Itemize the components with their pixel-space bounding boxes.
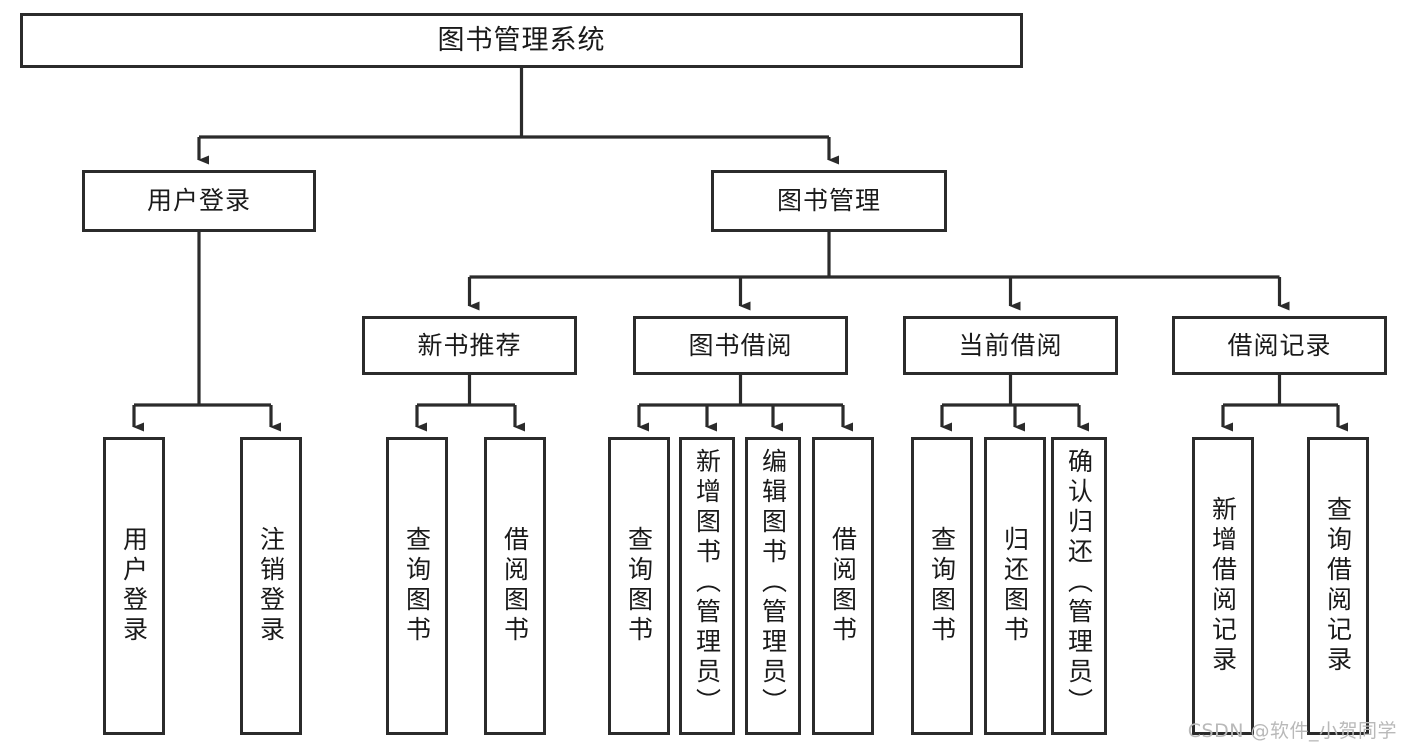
node-book-borrow[interactable]: 图书借阅	[633, 316, 848, 375]
node-label: 借阅记录	[1227, 330, 1332, 360]
node-label: 借阅图书	[828, 526, 858, 646]
node-label: 确认归还（管理员）	[1064, 448, 1094, 718]
node-label: 查询图书	[927, 526, 957, 646]
node-label: 图书管理系统	[437, 24, 606, 56]
node-label: 注销登录	[256, 526, 286, 646]
node-label: 图书借阅	[688, 330, 793, 360]
node-leaf-logout[interactable]: 注销登录	[240, 437, 302, 735]
node-leaf-borrow-book-recommend[interactable]: 借阅图书	[484, 437, 546, 735]
node-leaf-query-book-current[interactable]: 查询图书	[911, 437, 973, 735]
node-label: 查询借阅记录	[1323, 496, 1353, 676]
node-label: 查询图书	[402, 526, 432, 646]
node-leaf-confirm-return[interactable]: 确认归还（管理员）	[1051, 437, 1107, 735]
node-label: 新增借阅记录	[1208, 496, 1238, 676]
node-user-login[interactable]: 用户登录	[82, 170, 316, 232]
node-label: 借阅图书	[500, 526, 530, 646]
node-label: 新书推荐	[417, 330, 522, 360]
node-borrow-record[interactable]: 借阅记录	[1172, 316, 1387, 375]
node-label: 编辑图书（管理员）	[758, 448, 788, 718]
csdn-watermark: CSDN @软件_小贺同学	[1187, 720, 1397, 742]
node-leaf-borrow-book[interactable]: 借阅图书	[812, 437, 874, 735]
node-leaf-edit-book[interactable]: 编辑图书（管理员）	[745, 437, 801, 735]
node-leaf-add-borrow-record[interactable]: 新增借阅记录	[1192, 437, 1254, 735]
node-leaf-user-login[interactable]: 用户登录	[103, 437, 165, 735]
node-label: 新增图书（管理员）	[692, 448, 722, 718]
node-label: 用户登录	[146, 186, 251, 216]
node-book-management[interactable]: 图书管理	[711, 170, 947, 232]
node-label: 当前借阅	[958, 330, 1063, 360]
node-leaf-query-book-borrow[interactable]: 查询图书	[608, 437, 670, 735]
node-leaf-add-book[interactable]: 新增图书（管理员）	[679, 437, 735, 735]
node-label: 归还图书	[1000, 526, 1030, 646]
node-label: 查询图书	[624, 526, 654, 646]
node-root[interactable]: 图书管理系统	[20, 13, 1023, 68]
node-leaf-return-book[interactable]: 归还图书	[984, 437, 1046, 735]
node-label: 用户登录	[119, 526, 149, 646]
node-label: 图书管理	[776, 186, 881, 216]
node-leaf-query-book-recommend[interactable]: 查询图书	[386, 437, 448, 735]
node-new-book-recommend[interactable]: 新书推荐	[362, 316, 577, 375]
node-leaf-query-borrow-record[interactable]: 查询借阅记录	[1307, 437, 1369, 735]
node-current-borrow[interactable]: 当前借阅	[903, 316, 1118, 375]
